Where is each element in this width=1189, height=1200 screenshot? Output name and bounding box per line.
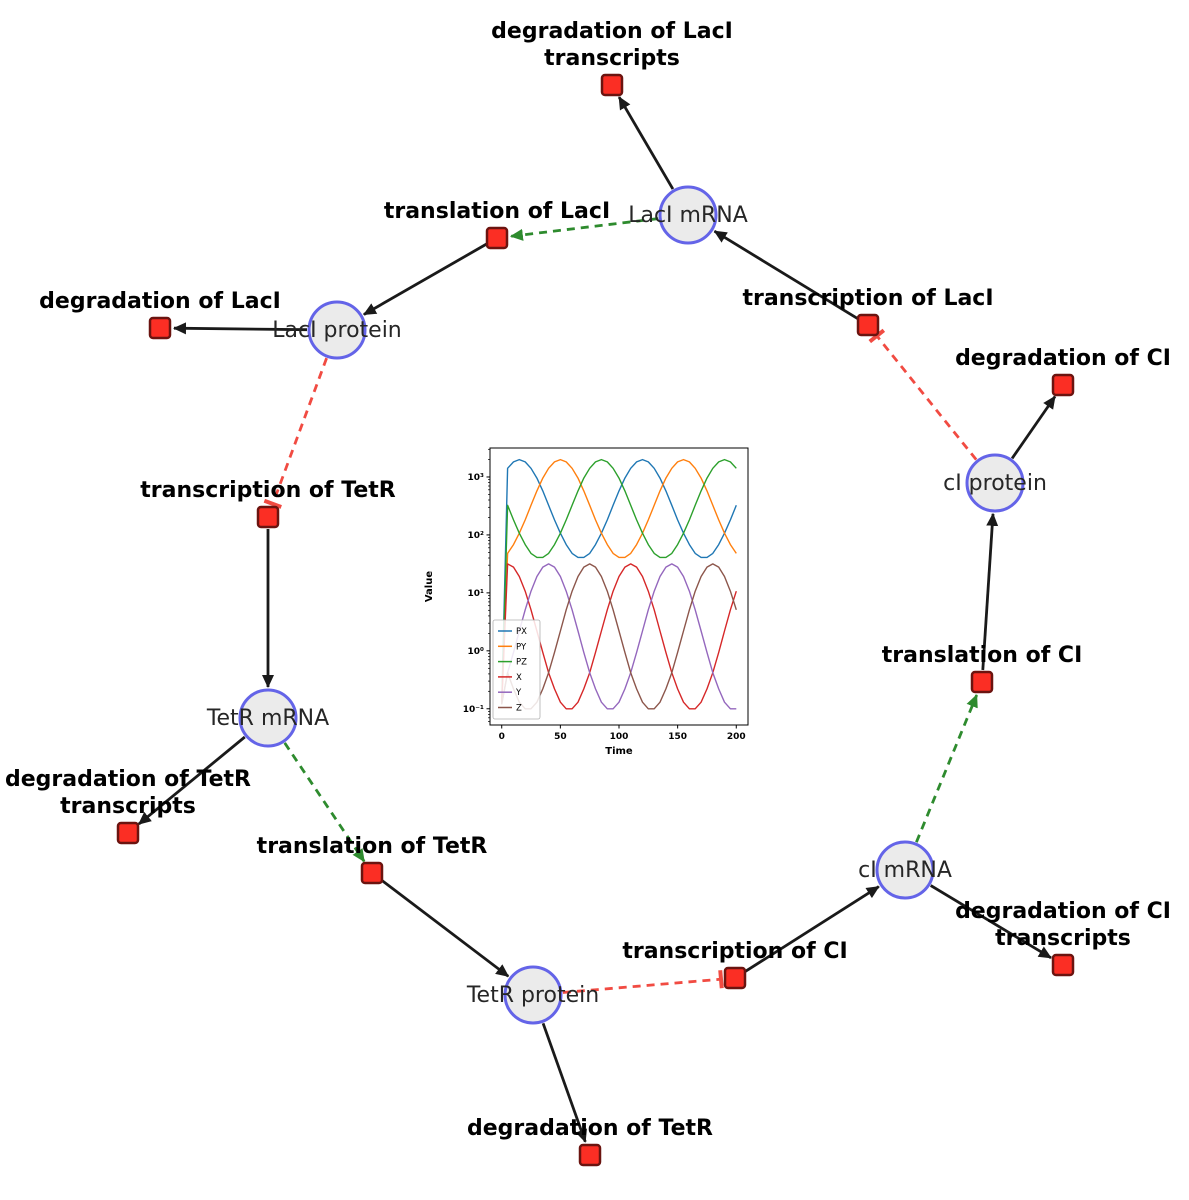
- edge-inhibition-laci_protein-txn_tetr: [263, 357, 328, 509]
- reaction-label-deg_tetr: degradation of TetR: [467, 1116, 713, 1141]
- reaction-label-txn_laci: transcription of LacI: [742, 286, 993, 311]
- series-line-PX: [501, 458, 737, 705]
- reaction-label-deg_tetr_tx: degradation of TetR: [5, 767, 251, 792]
- edge-consumption-tetr_mrna-deg_tetr_tx: [137, 735, 246, 826]
- reaction-node-deg_tetr_tx: [116, 821, 140, 845]
- reaction-node-deg_laci: [148, 316, 172, 340]
- species-label-laci_protein: LacI protein: [272, 318, 402, 343]
- edge-inhibition-tetr_protein-txn_ci: [562, 970, 724, 994]
- legend-label-PZ: PZ: [516, 658, 527, 668]
- edge-production-transl_ci-ci_protein: [981, 512, 999, 671]
- reaction-label-deg_ci: degradation of CI: [955, 346, 1171, 371]
- reaction-label-deg_tetr_tx: transcripts: [60, 794, 196, 819]
- series-line-Y: [501, 563, 737, 710]
- reaction-node-deg_tetr: [578, 1143, 602, 1167]
- edge-consumption-ci_protein-deg_ci: [1010, 395, 1057, 460]
- species-node-ci_mrna: [875, 840, 935, 900]
- edge-consumption-laci_mrna-deg_laci_tx: [617, 96, 675, 190]
- series-line-Z: [501, 563, 737, 710]
- reaction-label-deg_ci_tx: degradation of CI: [955, 899, 1171, 924]
- reaction-label-txn_ci: transcription of CI: [622, 939, 847, 964]
- legend-box: [492, 619, 541, 720]
- reaction-node-txn_ci: [723, 966, 747, 990]
- edge-modifier-tetr_mrna-transl_tetr: [283, 742, 366, 863]
- edge-production-transl_tetr-tetr_protein: [380, 879, 510, 978]
- x-tick-label: 50: [554, 732, 567, 742]
- x-axis-label: Time: [605, 746, 633, 757]
- species-node-ci_protein: [965, 453, 1025, 513]
- y-tick-label: 10¹: [468, 589, 485, 599]
- y-tick-label: 10²: [468, 531, 485, 541]
- series-line-X: [501, 563, 737, 710]
- reaction-node-deg_laci_tx: [600, 73, 624, 97]
- edge-production-txn_laci-laci_mrna: [713, 230, 859, 320]
- edge-production-txn_ci-ci_mrna: [744, 885, 880, 973]
- reaction-node-deg_ci_tx: [1051, 953, 1075, 977]
- reaction-node-transl_tetr: [360, 861, 384, 885]
- reaction-node-txn_laci: [856, 313, 880, 337]
- reaction-label-transl_laci: translation of LacI: [384, 199, 610, 224]
- y-tick-label: 10⁻¹: [463, 705, 484, 715]
- series-line-PZ: [501, 458, 737, 705]
- edge-consumption-ci_mrna-deg_ci_tx: [929, 884, 1052, 959]
- reaction-label-deg_laci: degradation of LacI: [39, 289, 281, 314]
- reaction-label-deg_laci_tx: transcripts: [544, 46, 680, 71]
- species-label-tetr_mrna: TetR mRNA: [206, 706, 329, 731]
- reaction-node-transl_laci: [485, 226, 509, 250]
- reaction-label-deg_ci_tx: transcripts: [995, 926, 1131, 951]
- legend-label-Y: Y: [515, 688, 522, 698]
- legend-label-X: X: [516, 673, 522, 683]
- species-node-tetr_protein: [503, 965, 563, 1025]
- reaction-node-txn_tetr: [256, 505, 280, 529]
- x-tick-label: 150: [668, 732, 687, 742]
- reaction-label-transl_tetr: translation of TetR: [257, 834, 488, 859]
- series-line-PY: [501, 458, 737, 705]
- y-tick-label: 10³: [468, 473, 485, 483]
- reaction-label-deg_laci_tx: degradation of LacI: [491, 19, 733, 44]
- x-tick-label: 100: [610, 732, 629, 742]
- edge-production-transl_laci-laci_protein: [363, 242, 488, 316]
- reaction-label-txn_tetr: transcription of TetR: [140, 478, 396, 503]
- y-tick-label: 10⁰: [468, 647, 485, 657]
- edge-consumption-tetr_protein-deg_tetr: [541, 1022, 587, 1143]
- legend-label-PX: PX: [516, 627, 527, 637]
- x-tick-label: 200: [727, 732, 746, 742]
- edge-inhibition-ci_protein-txn_laci: [868, 328, 978, 461]
- species-label-laci_mrna: LacI mRNA: [628, 203, 748, 228]
- species-label-ci_mrna: cI mRNA: [858, 858, 952, 883]
- legend-label-Z: Z: [516, 704, 522, 714]
- species-node-tetr_mrna: [238, 688, 298, 748]
- species-label-ci_protein: cI protein: [943, 471, 1047, 496]
- reaction-label-transl_ci: translation of CI: [882, 643, 1083, 668]
- edge-modifier-ci_mrna-transl_ci: [915, 694, 978, 843]
- x-tick-label: 0: [499, 732, 505, 742]
- y-axis-label: Value: [424, 571, 435, 602]
- species-node-laci_protein: [307, 300, 367, 360]
- reaction-node-transl_ci: [970, 670, 994, 694]
- species-node-laci_mrna: [658, 185, 718, 245]
- species-label-tetr_protein: TetR protein: [466, 983, 599, 1008]
- reaction-node-deg_ci: [1051, 373, 1075, 397]
- edge-consumption-laci_protein-deg_laci: [173, 322, 308, 335]
- legend-label-PY: PY: [516, 642, 527, 652]
- edge-modifier-laci_mrna-transl_laci: [509, 217, 659, 241]
